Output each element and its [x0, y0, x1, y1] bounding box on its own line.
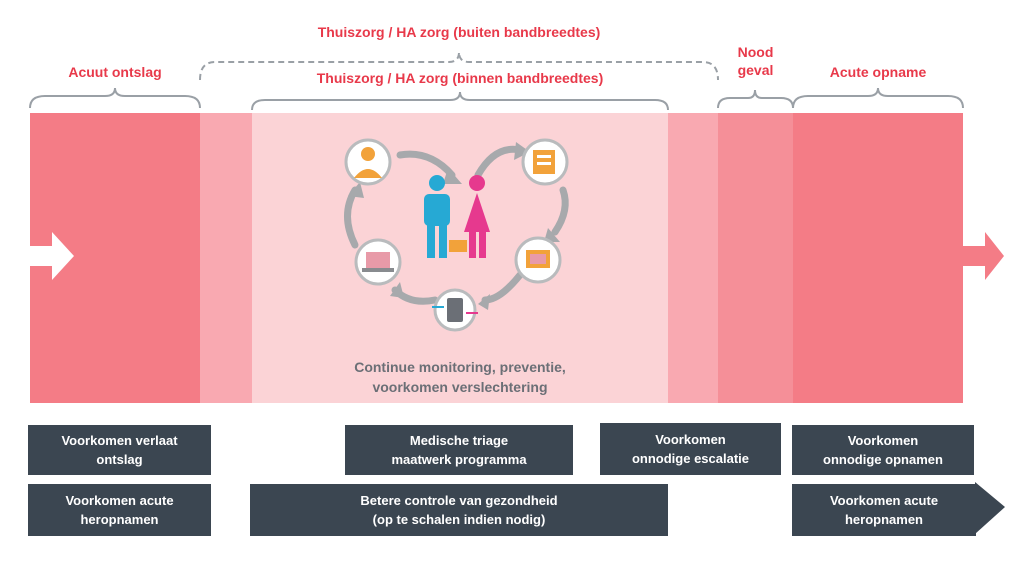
band-acute-opname [793, 113, 963, 403]
label-acuut-ontslag: Acuut ontslag [68, 64, 162, 80]
box-medische-triage: Medische triage maatwerk programma [345, 425, 573, 475]
band-buiten-left [200, 113, 252, 403]
entry-arrow-icon [30, 232, 74, 280]
label-acute-opname: Acute opname [829, 64, 927, 80]
server-icon [432, 288, 478, 332]
box-arrow-icon [975, 482, 1005, 534]
box-voorkomen-verlaat-ontslag: Voorkomen verlaat ontslag [28, 425, 211, 475]
band-binnen [252, 113, 668, 403]
doctor-icon [344, 138, 392, 186]
small-laptop-icon [449, 240, 467, 252]
exit-arrow-icon [963, 232, 1004, 280]
label-binnen-bandbreedtes: Thuiszorg / HA zorg (binnen bandbreedtes… [316, 70, 604, 86]
laptop-icon [354, 238, 402, 286]
band-nood-geval [718, 113, 793, 403]
box-acute-heropnamen-right: Voorkomen acute heropnamen [792, 484, 976, 536]
box-onnodige-escalatie: Voorkomen onnodige escalatie [600, 423, 781, 475]
band-buiten-right [668, 113, 718, 403]
center-caption: Continue monitoring, preventie, voorkome… [354, 359, 566, 395]
brace-buiten [199, 51, 719, 81]
tablet-icon [514, 236, 562, 284]
female-figure-icon [464, 175, 490, 258]
label-nood-geval: Nood geval [737, 44, 774, 78]
brace-binnen [251, 91, 669, 111]
box-onnodige-opnamen: Voorkomen onnodige opnamen [792, 425, 974, 475]
male-figure-icon [424, 175, 450, 258]
box-betere-controle: Betere controle van gezondheid (op te sc… [250, 484, 668, 536]
brace-nood-geval [717, 89, 794, 109]
checklist-icon [521, 138, 569, 186]
label-buiten-bandbreedtes: Thuiszorg / HA zorg (buiten bandbreedtes… [317, 24, 601, 40]
box-acute-heropnamen-left: Voorkomen acute heropnamen [28, 484, 211, 536]
brace-acute-opname [792, 87, 964, 109]
brace-acuut-ontslag [29, 87, 201, 109]
